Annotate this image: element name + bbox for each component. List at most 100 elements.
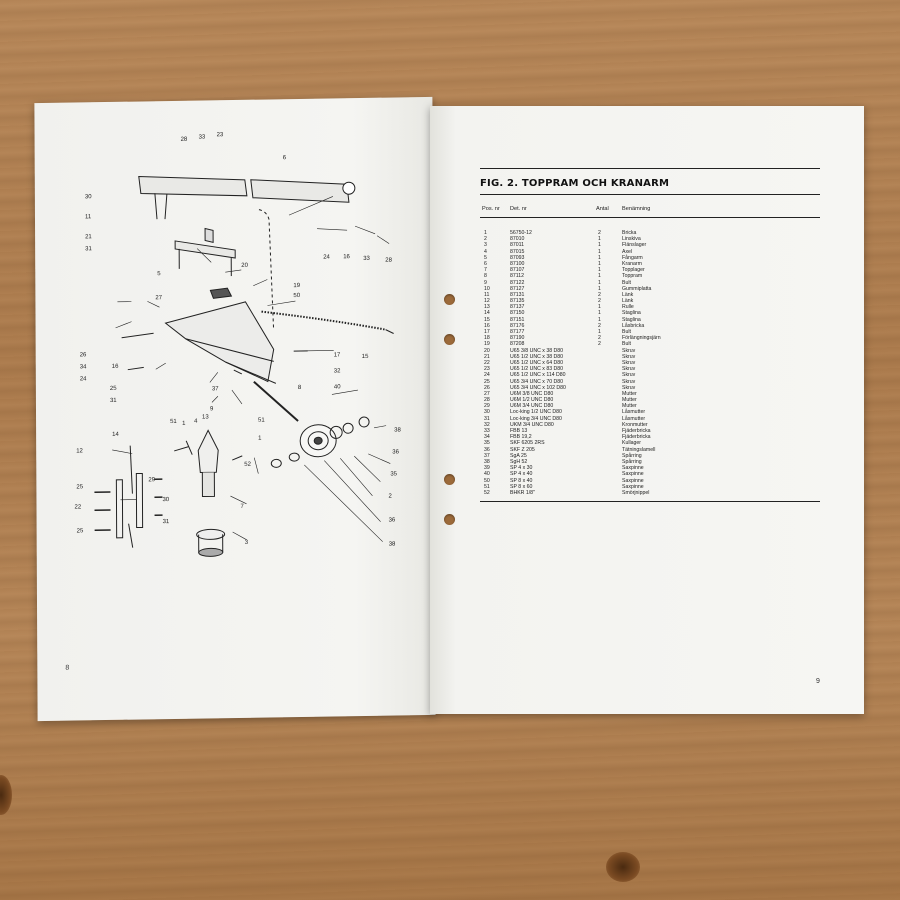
svg-text:23: 23: [217, 132, 224, 138]
svg-text:16: 16: [343, 254, 350, 260]
cell-name: Skruv: [622, 372, 636, 379]
cell-antal: 1: [598, 329, 601, 335]
cell-name: Låsbricka: [622, 322, 645, 329]
cell-name: Saxpinne: [622, 483, 644, 490]
svg-text:9: 9: [210, 406, 214, 412]
right-page: FIG. 2. TOPPRAM OCH KRANARM Pos. nr Det.…: [430, 106, 864, 714]
cell-name: Mutter: [622, 397, 637, 404]
cell-det: U65 1/2 UNC x 38 D80: [510, 353, 564, 360]
binder-hole: [444, 294, 455, 305]
svg-text:33: 33: [199, 134, 206, 140]
cell-name: Spårring: [622, 458, 642, 465]
header-det: Det. nr: [510, 206, 527, 212]
cell-antal: 1: [598, 242, 601, 249]
svg-text:1: 1: [258, 436, 262, 442]
svg-text:52: 52: [244, 462, 251, 468]
svg-text:7: 7: [240, 504, 244, 510]
cell-pos: 30: [484, 409, 490, 416]
cell-det: U65 3/8 UNC x 38 D80: [510, 347, 564, 354]
header-rule: [480, 217, 820, 218]
svg-text:38: 38: [389, 541, 396, 547]
cell-name: Flänslager: [622, 242, 647, 249]
cell-name: Spårring: [622, 452, 642, 459]
cell-antal: 1: [598, 316, 601, 323]
cell-det: 87010: [510, 236, 525, 243]
cell-det: 87137: [510, 304, 525, 311]
cell-name: Staglina: [622, 310, 641, 317]
cell-name: Länk: [622, 298, 634, 305]
binder-hole: [444, 514, 455, 525]
cell-det: U65 1/2 UNC x 83 D80: [510, 366, 564, 373]
svg-text:31: 31: [85, 246, 92, 252]
cell-name: Kullager: [622, 440, 642, 447]
cell-pos: 22: [484, 359, 490, 366]
cell-pos: 35: [484, 440, 490, 447]
cell-pos: 28: [484, 397, 490, 404]
cell-det: FBB 19,2: [510, 434, 532, 441]
cell-pos: 31: [484, 415, 490, 422]
cell-pos: 50: [484, 477, 490, 484]
cell-name: Skruv: [622, 378, 636, 385]
cell-det: U65 1/2 UNC x 64 D80: [510, 359, 564, 366]
cell-det: U65 3/4 UNC x 70 D80: [510, 378, 564, 385]
cell-antal: 2: [598, 298, 601, 305]
cell-name: Kronmutter: [622, 421, 648, 428]
header-benamning: Benämning: [622, 206, 651, 212]
svg-text:31: 31: [163, 519, 170, 525]
cell-name: Bult: [622, 341, 631, 348]
cell-name: Rulle: [622, 304, 634, 311]
cell-det: UKM 3/4 UNC D80: [510, 421, 554, 428]
cell-pos: 11: [484, 291, 490, 298]
svg-text:24: 24: [323, 254, 330, 260]
cell-pos: 5: [484, 254, 487, 261]
cell-name: Fjäderbricka: [622, 434, 651, 441]
svg-text:25: 25: [76, 484, 83, 490]
cell-name: Skruv: [622, 366, 636, 373]
svg-text:38: 38: [394, 427, 401, 433]
svg-text:30: 30: [162, 497, 169, 503]
binder-hole: [444, 474, 455, 485]
svg-text:16: 16: [112, 364, 119, 370]
cell-det: U6M 1/2 UNC D80: [510, 397, 554, 404]
svg-text:5: 5: [157, 271, 161, 277]
cell-det: SKF Z 205: [510, 446, 535, 453]
svg-text:29: 29: [148, 477, 155, 483]
cell-pos: 4: [484, 248, 487, 255]
table-bottom-rule: [480, 500, 820, 502]
svg-text:26: 26: [80, 352, 87, 358]
svg-text:51: 51: [170, 419, 177, 425]
cell-det: Loc-king 1/2 UNC D80: [510, 409, 562, 416]
cell-det: SP 8 x 60: [510, 483, 533, 490]
cell-pos: 1: [484, 230, 487, 236]
cell-det: SP 4 x 30: [510, 465, 533, 472]
cell-pos: 19: [484, 341, 490, 348]
cell-pos: 16: [484, 322, 490, 329]
cell-det: SP 8 x 40: [510, 477, 533, 484]
cell-antal: 2: [598, 322, 601, 329]
cell-det: Loc-king 3/4 UNC D80: [510, 415, 562, 422]
cell-pos: 9: [484, 279, 487, 286]
cell-pos: 18: [484, 335, 490, 342]
cell-det: 87150: [510, 310, 525, 317]
cell-det: 87135: [510, 298, 525, 305]
cell-antal: 1: [598, 254, 601, 261]
cell-pos: 15: [484, 316, 490, 323]
cell-det: U6M 3/8 UNC D80: [510, 390, 554, 397]
cell-pos: 14: [484, 310, 490, 317]
svg-text:13: 13: [202, 414, 209, 420]
svg-text:35: 35: [390, 471, 397, 477]
